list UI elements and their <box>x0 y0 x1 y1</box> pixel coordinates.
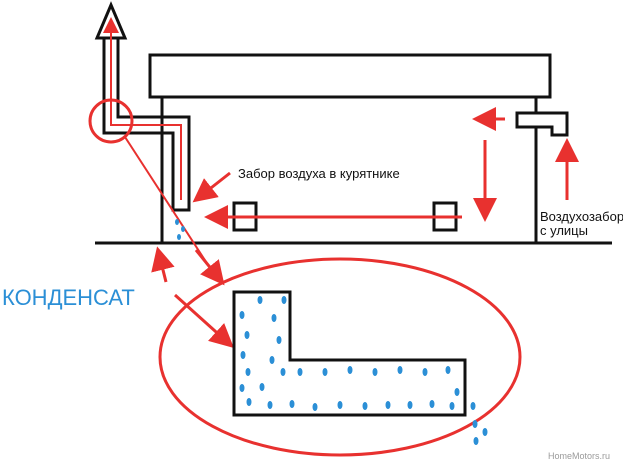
pipe-inlet-arrow <box>192 171 231 203</box>
condensate-arrow-up <box>151 246 175 283</box>
label-street-intake-1: Воздухозабор <box>540 209 623 224</box>
connector-line-1 <box>124 136 211 269</box>
label-air-intake-coop: Забор воздуха в курятнике <box>238 166 400 181</box>
street-intake-pipe <box>515 111 569 137</box>
connector-arrow-ellipse <box>194 249 225 286</box>
elbow-detail <box>232 290 467 417</box>
exhaust-flow-arrow <box>103 17 182 200</box>
drops-under-inlet <box>175 219 185 240</box>
detail-ellipse <box>158 257 522 457</box>
condensate-arrow-detail <box>173 293 234 349</box>
label-street-intake-2: с улицы <box>540 223 588 238</box>
exhaust-pipe-outline <box>102 36 191 212</box>
elbow-highlight-circle <box>88 98 134 144</box>
coop-roof <box>148 53 552 99</box>
label-condensate: КОНДЕНСАТ <box>2 285 135 310</box>
condensate-drops <box>239 296 488 445</box>
watermark: HomeMotors.ru <box>548 451 610 461</box>
